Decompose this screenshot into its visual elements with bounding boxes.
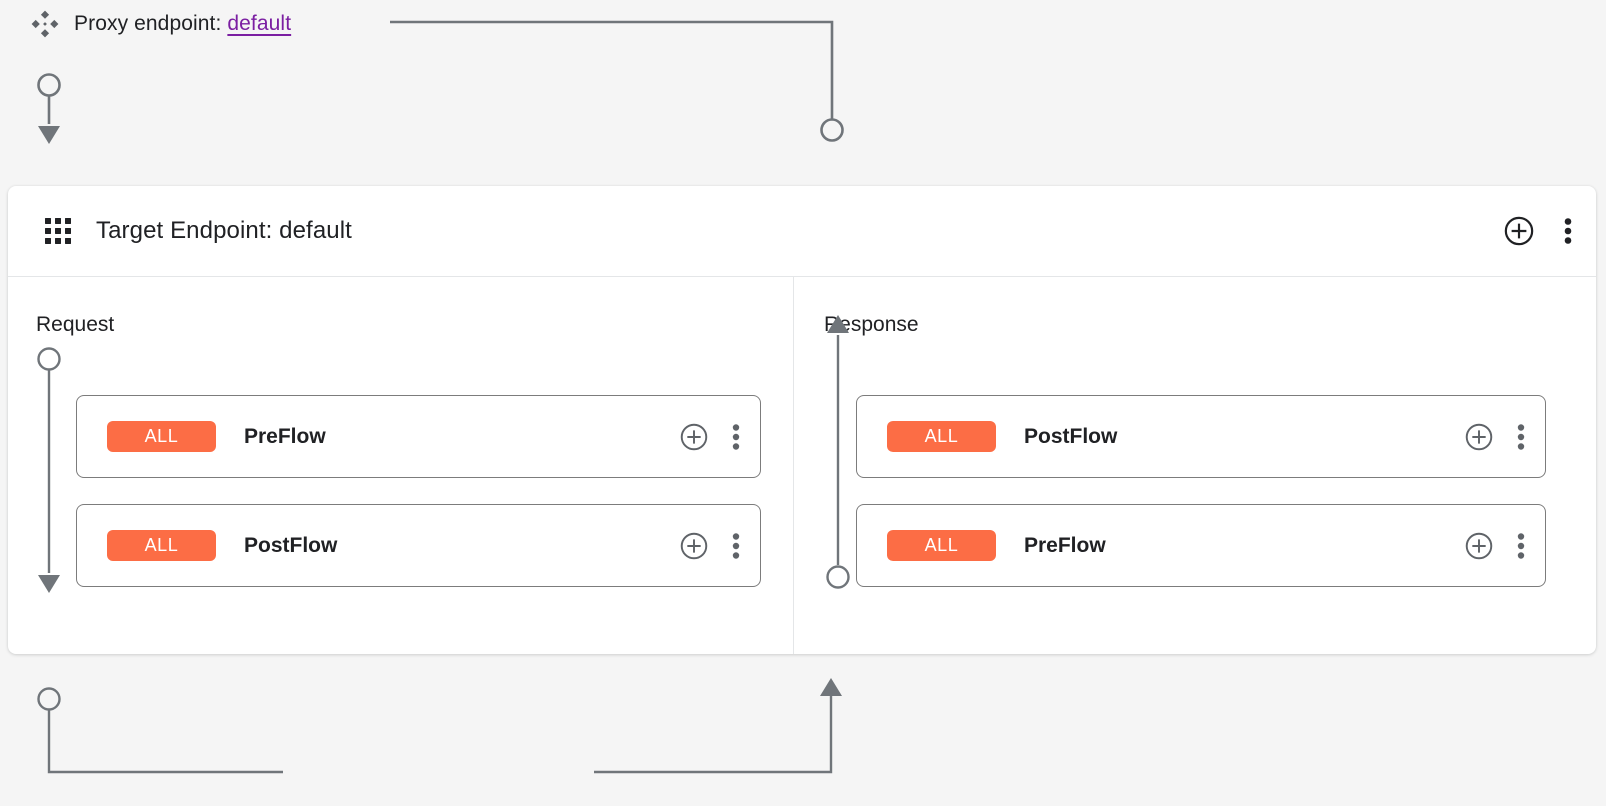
flow-name: PreFlow [244,424,326,448]
response-column: Response ALL PostFlow [794,277,1595,654]
backend-response-connector [594,694,833,774]
flow-badge: ALL [887,421,996,452]
backend-response-arrow-head [820,678,842,696]
flow-columns: Request ALL PreFlow [8,277,1596,654]
backend-request-connector [47,710,283,774]
request-column-label: Request [36,313,115,336]
flow-badge: ALL [887,530,996,561]
backend-connectors [37,678,842,774]
proxy-endpoint-link[interactable]: default [227,12,292,35]
proxy-endpoint-strip: Proxy endpoint: default [0,0,1606,186]
backend-service-strip: Backend service [0,654,1606,806]
add-circle-icon[interactable] [1504,216,1534,246]
more-vert-icon[interactable] [732,423,740,451]
request-start-node [37,347,61,371]
flow-card-request-preflow[interactable]: ALL PreFlow [76,395,761,478]
backend-out-node [37,687,61,711]
proxy-connector-node [820,118,844,142]
target-endpoint-panel: Target Endpoint: default [8,186,1596,654]
flow-card-response-postflow[interactable]: ALL PostFlow [856,395,1546,478]
more-vert-icon[interactable] [1517,532,1525,560]
flow-name: PostFlow [1024,424,1118,448]
more-vert-icon[interactable] [1564,217,1572,245]
response-column-label: Response [824,313,919,336]
add-circle-icon[interactable] [680,532,708,560]
add-circle-icon[interactable] [1465,423,1493,451]
flow-badge: ALL [107,421,216,452]
add-circle-icon[interactable] [680,423,708,451]
flow-badge: ALL [107,530,216,561]
flow-card-actions [680,532,740,560]
flow-card-actions [680,423,740,451]
proxy-endpoint-header: Proxy endpoint: default [30,6,291,42]
proxy-to-target-connector [390,20,834,120]
more-vert-icon[interactable] [1517,423,1525,451]
flow-name: PostFlow [244,533,338,557]
proxy-endpoint-label: Proxy endpoint: [74,12,222,35]
flow-name: PreFlow [1024,533,1106,557]
inbound-arrow-head [38,126,60,144]
response-end-node [826,565,850,589]
grid-apps-icon [44,217,72,245]
inbound-start-node [37,73,61,97]
more-vert-icon[interactable] [732,532,740,560]
panel-title: Target Endpoint: default [96,217,352,244]
flow-card-actions [1465,423,1525,451]
request-arrow-head [38,575,60,593]
panel-header-actions [1504,216,1572,246]
flow-card-response-preflow[interactable]: ALL PreFlow [856,504,1546,587]
proxy-endpoint-icon [30,9,60,39]
flow-card-request-postflow[interactable]: ALL PostFlow [76,504,761,587]
add-circle-icon[interactable] [1465,532,1493,560]
flow-card-actions [1465,532,1525,560]
request-column: Request ALL PreFlow [8,277,794,654]
proxy-endpoint-title: Proxy endpoint: default [74,12,291,36]
response-flow-list: ALL PostFlow [856,395,1546,587]
target-endpoint-header: Target Endpoint: default [8,186,1596,277]
request-flow-list: ALL PreFlow [76,395,761,587]
